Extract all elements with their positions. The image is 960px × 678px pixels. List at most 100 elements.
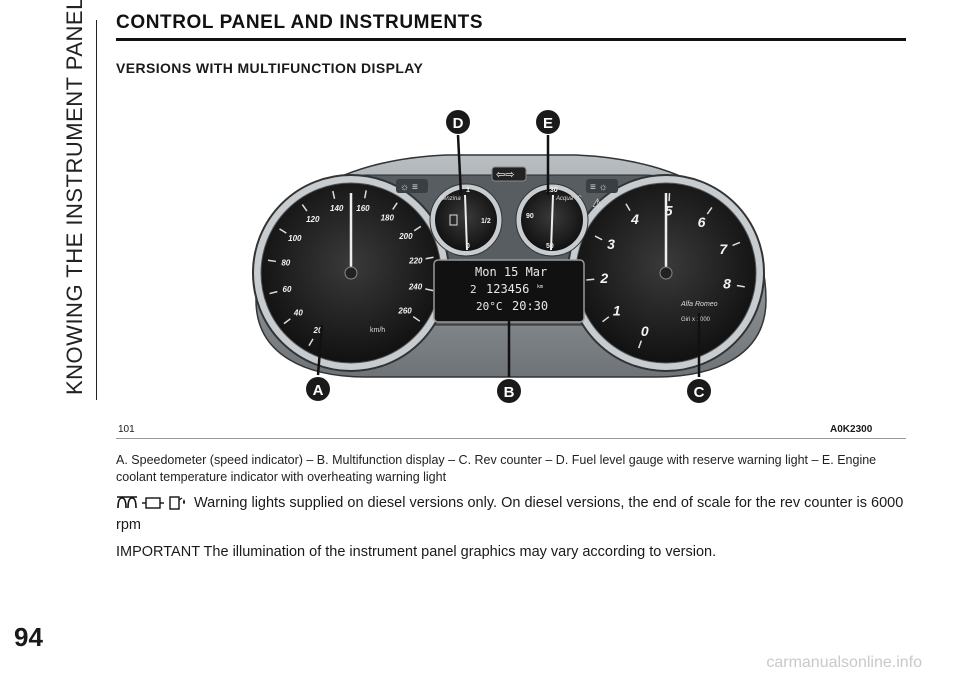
display-odometer-unit: km: [537, 284, 543, 290]
fuel-pump-icon: [449, 214, 458, 226]
diesel-warning-text: Warning lights supplied on diesel versio…: [116, 495, 904, 533]
figure-caption: A. Speedometer (speed indicator) – B. Mu…: [116, 453, 877, 484]
watermark: carmanualsonline.info: [766, 654, 922, 671]
speedometer-tick-label: 200: [398, 232, 413, 241]
speedometer-tick: [425, 256, 434, 260]
display-date: Mon 15 Mar: [475, 265, 547, 279]
fuel-mark-empty: 0: [466, 243, 470, 250]
speedometer-tick-label: 260: [397, 307, 412, 316]
rev-counter-tick-label: 6: [698, 214, 706, 230]
rev-counter-tick-label: 4: [630, 211, 639, 227]
turn-signal-pod: [491, 166, 527, 182]
speedometer-tick-label: 60: [283, 285, 292, 294]
speedometer-tick: [267, 259, 276, 263]
hazard-warning-icon: ⚠: [592, 196, 603, 210]
speedometer-tick: [364, 190, 367, 199]
side-rule: [96, 20, 97, 400]
speedometer-tick-label: 100: [288, 234, 302, 243]
callout-a-line: [316, 324, 324, 376]
speedometer-tick-label: 120: [306, 215, 320, 224]
figure-number: 101: [118, 424, 135, 435]
figure-divider: [116, 438, 906, 439]
rev-counter-tick: [625, 203, 631, 212]
speedometer-tick: [413, 225, 422, 232]
coolant-gauge-needle: [550, 194, 554, 251]
fog-lights-pod: [396, 179, 428, 193]
page-subheading: VERSIONS WITH MULTIFUNCTION DISPLAY: [116, 60, 424, 76]
callout-b-badge: [497, 379, 521, 403]
speedometer-tick-label: 220: [408, 256, 423, 265]
display-time: 20:30: [512, 299, 548, 313]
rev-counter-tick-label: 7: [719, 241, 728, 257]
turn-signal-icon: ⇦⇨: [496, 169, 514, 181]
rev-counter-tick: [637, 340, 643, 349]
callout-e-label: E: [543, 115, 553, 132]
callout-a-badge: [306, 377, 330, 401]
callout-d-badge: [446, 110, 470, 134]
rev-counter-tick-label: 8: [723, 275, 731, 291]
page-number: 94: [14, 622, 43, 652]
speedometer-tick: [279, 228, 287, 234]
speedometer-tick-label: 140: [330, 204, 344, 213]
callout-b-label: B: [504, 384, 515, 401]
water-in-fuel-icon: [169, 496, 185, 510]
callout-d-label: D: [453, 115, 464, 132]
fog-light-icon: ☼ ≡: [400, 182, 418, 193]
figure-code: A0K2300: [830, 424, 873, 435]
rear-fog-icon: ≡ ☼: [590, 182, 608, 193]
rev-counter-tick: [594, 235, 603, 241]
fuel-gauge-label: Benzina: [439, 196, 461, 202]
glow-plug-icon: [117, 496, 137, 509]
speedometer-tick-label: 80: [281, 259, 290, 268]
rev-counter-tick: [706, 207, 713, 215]
speedometer-tick: [425, 288, 434, 292]
coolant-mark-high: 130: [546, 187, 558, 194]
speedometer-tick-label: 160: [356, 204, 370, 213]
speedometer-tick-label: 40: [293, 308, 303, 317]
rev-counter-tick: [586, 278, 595, 281]
diesel-warning-icons: [116, 494, 190, 516]
fuel-gauge-needle: [464, 194, 468, 251]
rev-counter-tick: [732, 241, 741, 247]
callout-d-line: [456, 134, 463, 196]
coolant-mark-mid: 90: [526, 213, 534, 220]
diesel-filter-icon: [142, 497, 164, 509]
fuel-mark-full: 1: [466, 187, 470, 194]
speedometer-tick-label: 20: [313, 326, 323, 335]
rev-counter-tick-label: 2: [599, 270, 608, 286]
rev-counter-brand: Alfa Romeo: [680, 301, 718, 308]
coolant-mark-low: 50: [546, 243, 554, 250]
rev-counter-tick-label: 3: [607, 236, 615, 252]
speedometer-tick: [332, 190, 336, 199]
callout-c-label: C: [694, 384, 705, 401]
speedometer-tick: [308, 338, 314, 347]
rev-counter-unit: Giri x 1000: [681, 317, 711, 323]
important-note: IMPORTANT The illumination of the instru…: [116, 544, 717, 560]
speedometer-tick: [283, 318, 291, 325]
display-odo-prefix: 2: [470, 283, 477, 296]
speedometer-tick-label: 240: [408, 282, 423, 291]
section-side-title: KNOWING THE INSTRUMENT PANEL: [62, 0, 87, 395]
speedometer-tick: [392, 202, 398, 210]
callout-c-badge: [687, 379, 711, 403]
rev-counter-scale: 0 12 34 5 67 8: [586, 193, 745, 349]
callout-a-label: A: [313, 382, 324, 399]
rev-counter-tick-label: 5: [665, 203, 673, 219]
speedometer-tick: [269, 290, 278, 295]
rev-counter-tick-label: 0: [641, 323, 649, 339]
rev-counter-tick-label: 1: [613, 302, 621, 318]
coolant-gauge-label: Acqua °C: [555, 196, 582, 202]
speedometer-unit: km/h: [370, 327, 385, 334]
diesel-warning-paragraph: Warning lights supplied on diesel versio…: [116, 494, 906, 535]
rev-counter-tick: [602, 316, 610, 323]
fuel-mark-half: 1/2: [481, 218, 491, 225]
rear-fog-pod: [586, 179, 618, 193]
speedometer-tick: [412, 315, 421, 322]
callout-e-badge: [536, 110, 560, 134]
page-heading: CONTROL PANEL AND INSTRUMENTS: [116, 12, 906, 41]
rev-counter-tick: [736, 284, 745, 288]
display-temperature: 20°C: [476, 300, 503, 313]
